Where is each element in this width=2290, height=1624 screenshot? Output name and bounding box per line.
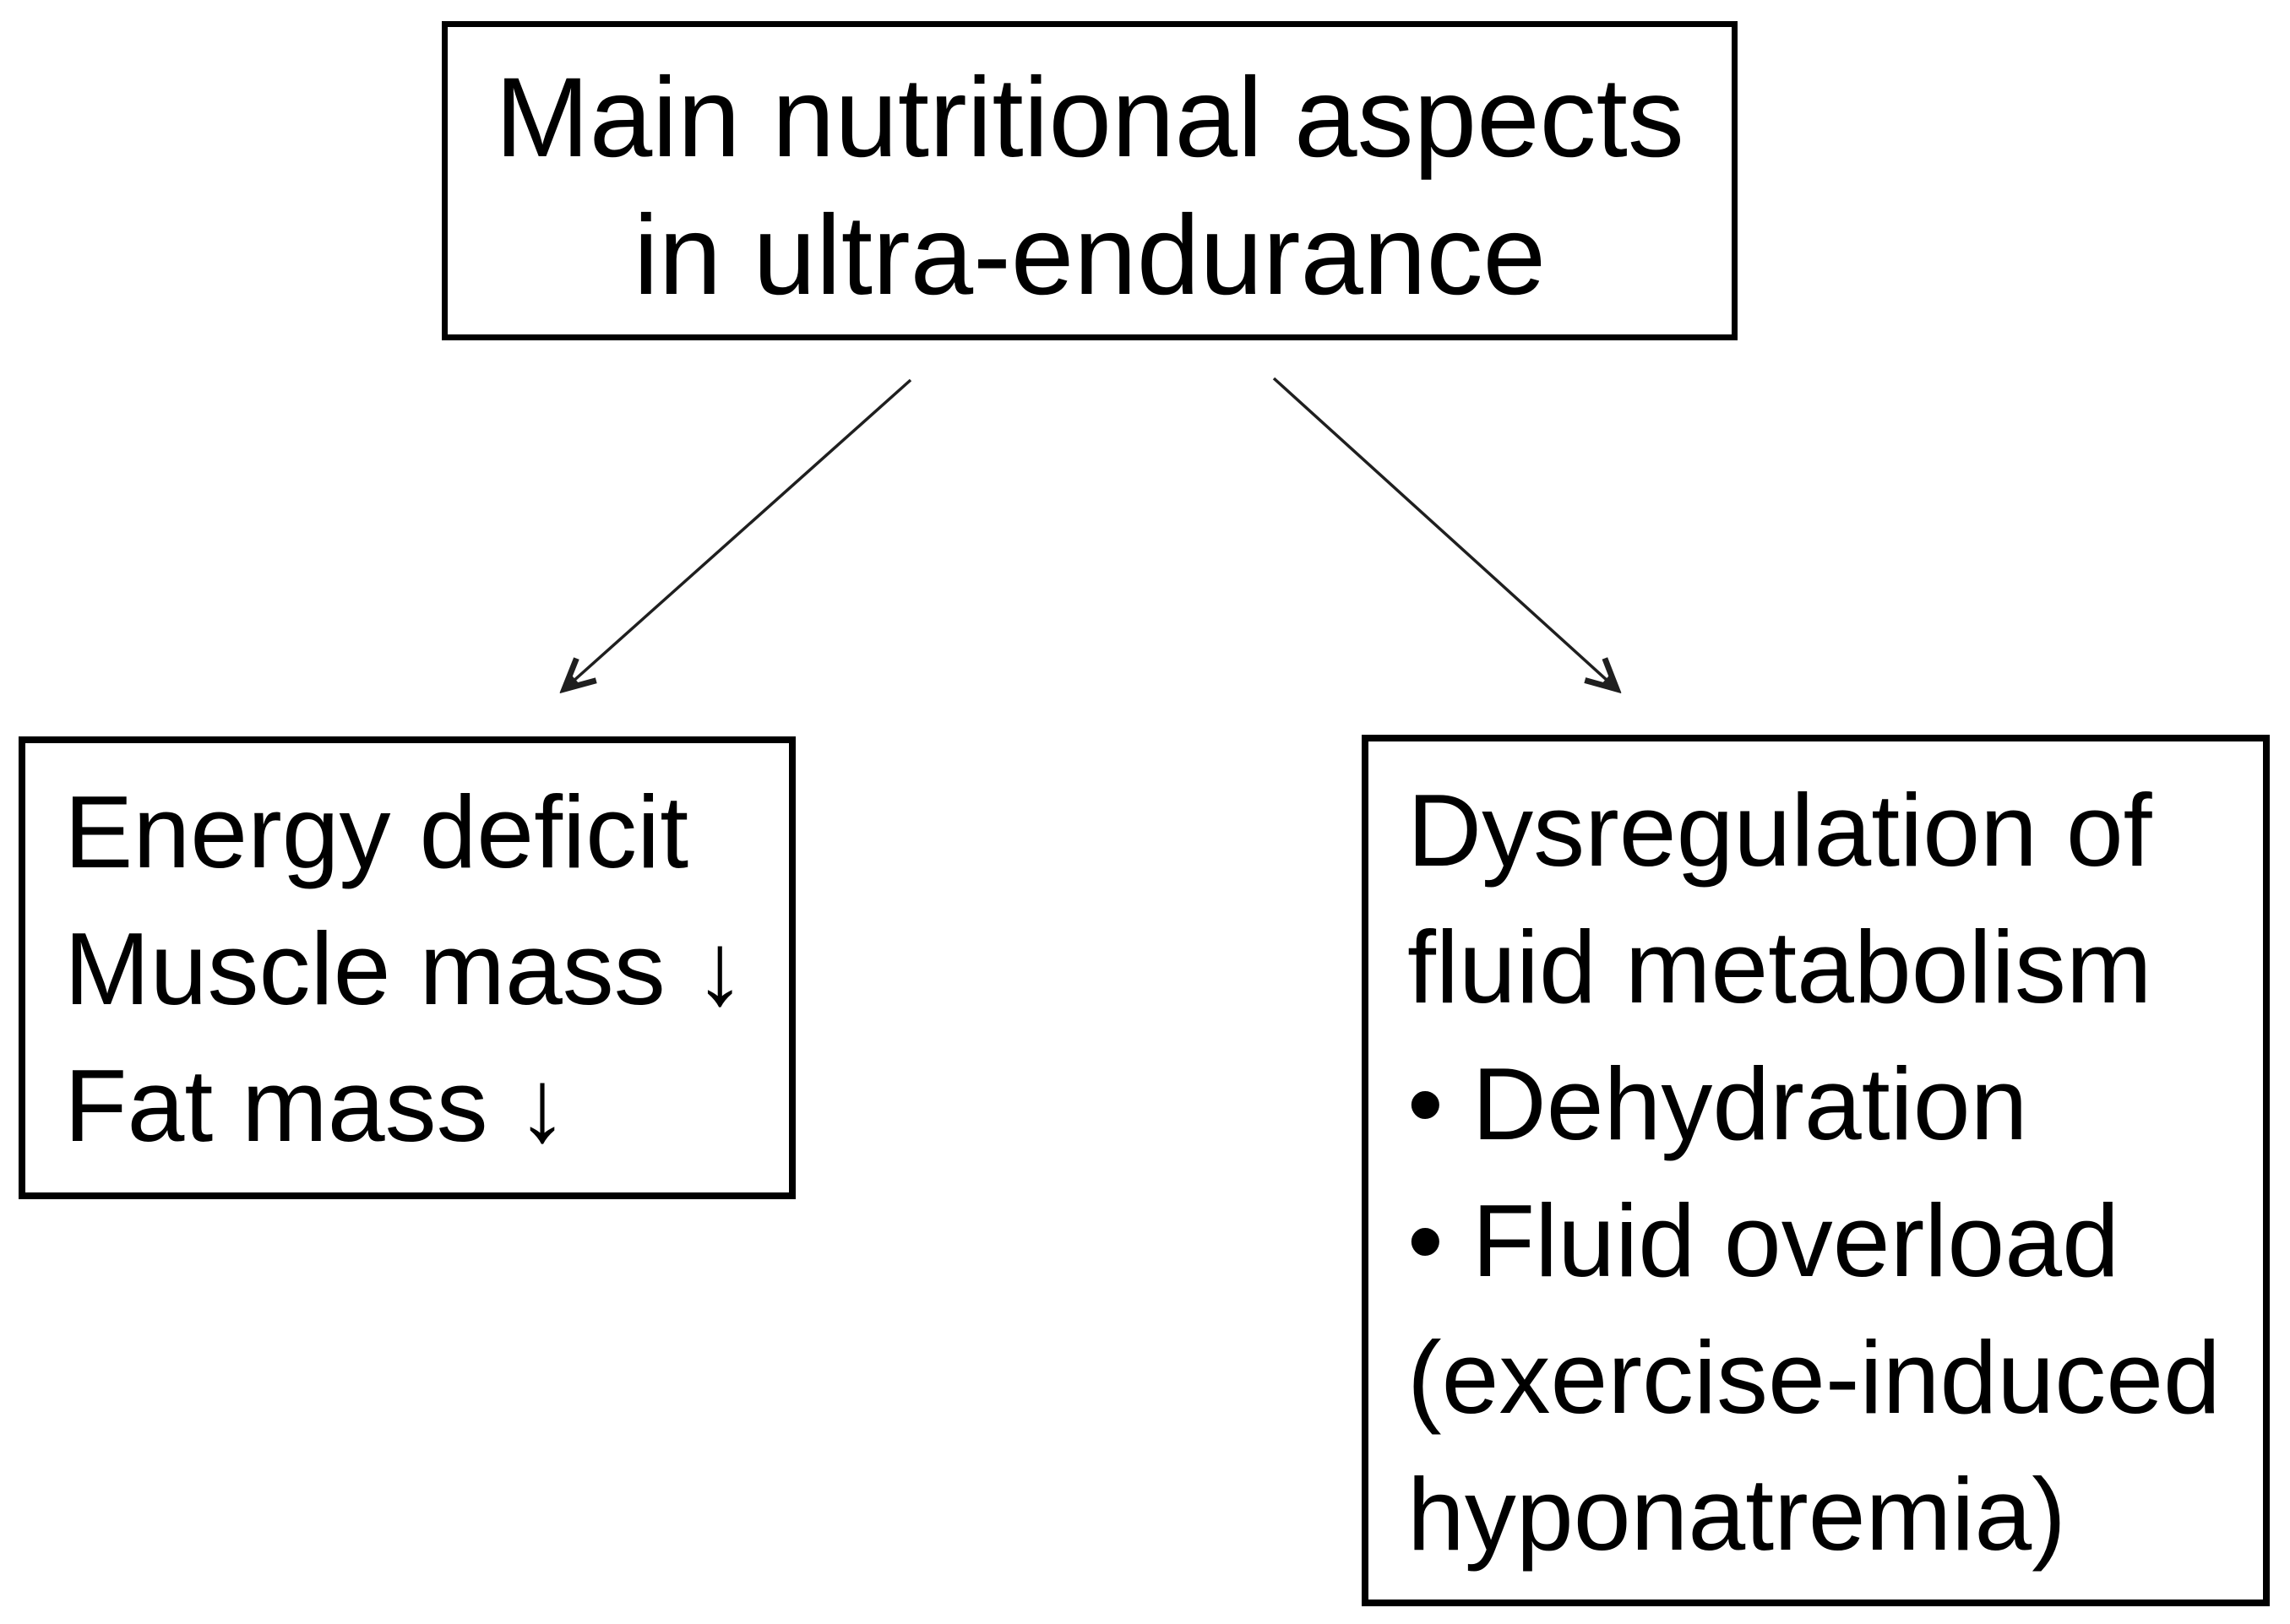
energy-box-line-1: Energy deficit (64, 774, 689, 889)
fluid-box-line-3: • Dehydration (1407, 1046, 2028, 1161)
root-box-line-1: Main nutritional aspects (495, 55, 1684, 181)
fluid-box-line-1: Dysregulation of (1407, 773, 2152, 888)
connector-arrow-right (1272, 377, 1617, 689)
connector-arrow-left (564, 378, 912, 689)
root-box-line-2: in ultra-endurance (633, 193, 1547, 318)
energy-box-line-2: Muscle mass ↓ (64, 911, 746, 1026)
fluid-box-line-4: • Fluid overload (1407, 1183, 2119, 1298)
fluid-box-line-2: fluid metabolism (1407, 910, 2152, 1024)
energy-deficit-box: Energy deficit Muscle mass ↓ Fat mass ↓ (19, 736, 796, 1199)
fluid-dysregulation-box: Dysregulation of fluid metabolism • Dehy… (1362, 735, 2270, 1606)
fluid-box-line-6: hyponatremia) (1407, 1457, 2066, 1572)
root-box-main-nutritional-aspects: Main nutritional aspects in ultra-endura… (442, 21, 1738, 340)
fluid-box-line-5: (exercise-induced (1407, 1320, 2221, 1435)
energy-box-line-3: Fat mass ↓ (64, 1048, 568, 1163)
